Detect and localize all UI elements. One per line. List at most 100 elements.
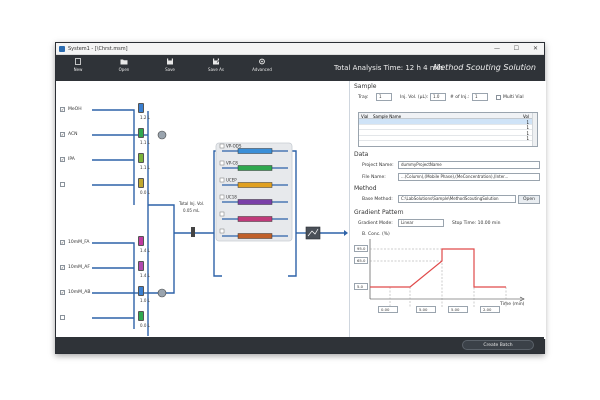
gradient-ylabel: B. Conc. (%) [362,231,390,237]
a-solvent-volume: 0.0 L [140,190,150,195]
minimize-icon[interactable]: — [494,45,500,52]
column-checkbox[interactable] [219,160,225,166]
inj-vol-label: Inj. Vol. (µL): [400,95,429,100]
time-segment-2-input[interactable]: 5.00 [416,306,436,313]
advanced-button[interactable]: Advanced [247,58,277,78]
open-button[interactable]: Open [109,58,139,78]
bottle-icon [138,311,144,321]
a-solvent-row: 0.0 L [60,178,160,202]
status-bar: Create Batch [56,337,544,353]
column-checkbox[interactable] [219,177,225,183]
gradient-chart: B. Conc. (%) Time (min) [362,231,525,307]
multi-vial-label: Multi Vial [503,95,524,100]
total-analysis-time: Total Analysis Time: 12 h 4 min [334,64,444,72]
sample-table-row[interactable]: 1 [359,130,537,136]
save-as-icon [213,58,220,65]
b-solvent-checkbox[interactable]: ✓ [60,290,65,295]
base-method-input[interactable]: C:\LabSolutions\Sample\MethodScoutingSol… [398,195,516,203]
column-checkbox[interactable] [219,194,225,200]
sample-table-header: Vial Sample Name Vol [359,113,537,119]
b-solvent-label: 10mM_AF [68,265,90,270]
column-label: UCEP [226,178,237,183]
column-checkbox[interactable] [219,211,225,217]
sample-table-row[interactable]: 1 [359,119,537,125]
base-method-label: Base Method: [362,197,393,202]
column-label: UC18 [226,195,237,200]
time-segment-1-input[interactable]: 0.00 [378,306,398,313]
sample-vol-cell[interactable]: 1 [526,136,529,141]
method-heading: Method [354,185,377,192]
a-solvent-label: MeOH [68,107,82,112]
sample-vol-cell[interactable]: 1 [526,130,529,136]
save-as-button[interactable]: Save As [201,58,231,78]
gradient-mode-select[interactable]: Linear [398,219,444,227]
injector-icon [191,227,195,237]
b-solvent-checkbox[interactable]: ✓ [60,265,65,270]
bottle-icon [138,178,144,188]
time-segment-3-input[interactable]: 5.00 [448,306,468,313]
window-title: System1 - [\Chrst.msm] [68,46,128,52]
bottle-icon [138,103,144,113]
a-solvent-checkbox[interactable]: ✓ [60,157,65,162]
b-solvent-checkbox[interactable] [60,315,65,320]
close-icon[interactable]: ✕ [532,45,538,52]
pump-b-icon [157,288,167,298]
project-name-input[interactable]: dummyProjectName [398,161,540,169]
folder-icon [120,59,128,65]
open-method-button[interactable]: Open [518,195,540,204]
num-inj-label: # of Inj.: [450,95,470,100]
level-high-input[interactable]: 95.0 [354,245,368,252]
sample-heading: Sample [354,83,377,90]
a-solvent-volume: 1.1 L [140,140,150,145]
col-vial-header: Vial [361,113,369,119]
stop-time-label: Stop Time: 10.00 min [452,221,501,226]
data-heading: Data [354,151,369,158]
sample-vol-cell[interactable]: 1 [526,119,529,125]
sample-table-scrollbar[interactable] [532,113,537,146]
app-icon [59,46,65,52]
column-checkbox[interactable] [219,143,225,149]
a-solvent-checkbox[interactable]: ✓ [60,107,65,112]
level-low-input[interactable]: 5.0 [354,283,368,290]
a-solvent-checkbox[interactable]: ✓ [60,132,65,137]
sample-table-row[interactable]: 1 [359,125,537,130]
save-button[interactable]: Save [155,58,185,78]
open-button-label: Open [118,67,130,72]
settings-icon [259,58,265,65]
column-label: VP-C8 [226,161,238,166]
column-icon [237,233,273,239]
a-solvent-checkbox[interactable] [60,182,65,187]
a-solvent-label: IPA [68,157,75,162]
create-batch-label: Create Batch [483,343,513,348]
product-name: Method Scouting Solution [433,63,536,72]
b-solvent-volume: 1.0 L [140,298,150,303]
new-button-label: New [73,67,83,72]
num-inj-input[interactable]: 1 [472,93,488,101]
a-solvent-volume: 1.2 L [140,115,150,120]
new-button[interactable]: New [63,58,93,78]
b-solvent-checkbox[interactable]: ✓ [60,240,65,245]
level-mid-input[interactable]: 65.0 [354,257,368,264]
solvent-a-lines [92,109,149,336]
time-segment-4-input[interactable]: 2.00 [480,306,500,313]
inj-vol-input[interactable]: 1.0 [430,93,446,101]
tray-input[interactable]: 1 [376,93,392,101]
file-name-input[interactable]: ...(Column),(Mobile Phase),(MeConcentrat… [398,173,540,181]
sample-table-row[interactable]: 1 [359,136,537,141]
gradient-xlabel: Time (min) [499,301,525,307]
col-vol-header: Vol [523,113,529,119]
pump-a-icon [157,130,167,140]
new-file-icon [75,58,81,65]
gradient-heading: Gradient Pattern [354,209,404,216]
maximize-icon[interactable]: ☐ [513,45,519,52]
column-checkbox[interactable] [219,228,225,234]
column-oven-box [215,142,293,242]
create-batch-button[interactable]: Create Batch [462,340,534,350]
sample-vol-cell[interactable]: 1 [526,125,529,130]
multi-vial-checkbox[interactable] [496,95,501,100]
save-icon [167,58,173,65]
